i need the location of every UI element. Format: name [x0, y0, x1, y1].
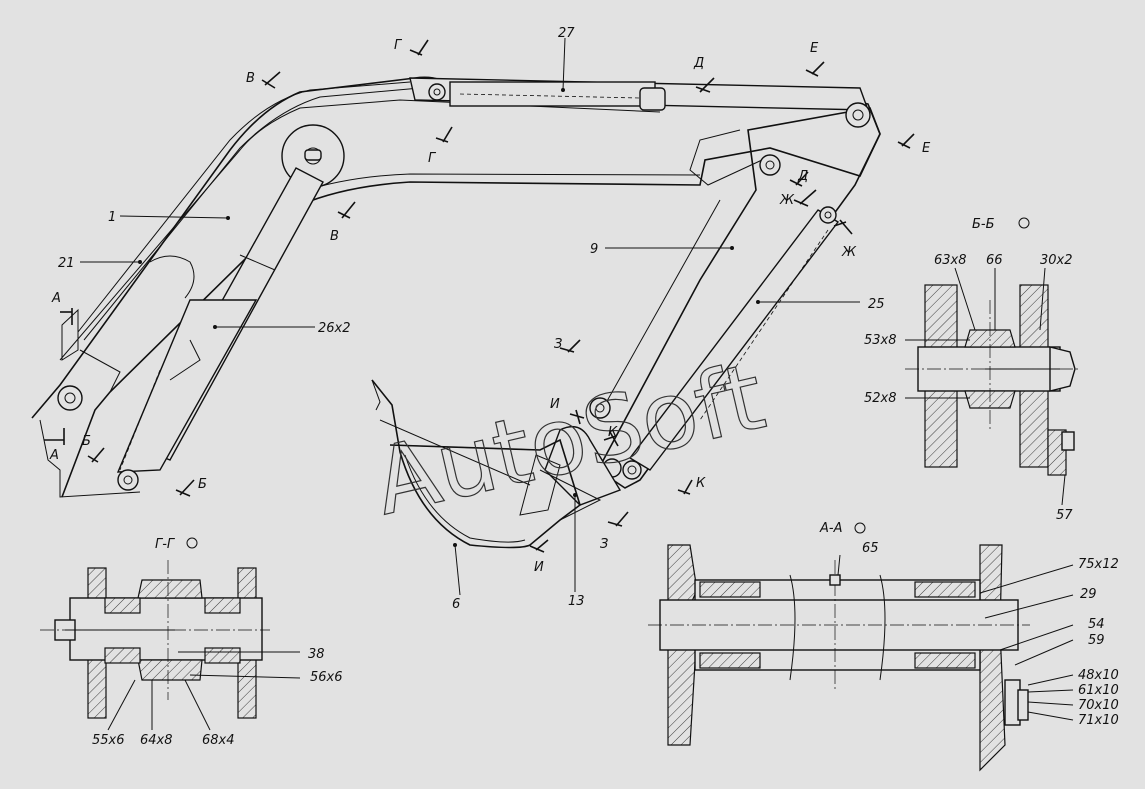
- marker-a1: А: [51, 291, 61, 306]
- section-gg-view: Г-Г: [40, 537, 270, 719]
- label-6: 6: [452, 597, 460, 612]
- marker-b2: Б: [198, 477, 207, 492]
- marker-a2: А: [49, 448, 59, 463]
- marker-g2: Г: [428, 151, 437, 166]
- label-55x6: 55х6: [92, 733, 125, 748]
- marker-b1: Б: [82, 434, 91, 449]
- label-38: 38: [308, 647, 325, 662]
- label-53x8: 53х8: [864, 333, 897, 348]
- marker-v1: В: [246, 71, 255, 86]
- arm-outline: [596, 107, 881, 489]
- leader-lines: [80, 37, 1074, 731]
- label-56x6: 56х6: [310, 670, 343, 685]
- label-63x8: 63х8: [934, 253, 967, 268]
- section-cut-markers: А А Б Б В В Г Г Д Д Е Е Ж Ж З З И И: [44, 38, 931, 575]
- main-assembly-view: [31, 76, 881, 549]
- label-65: 65: [862, 541, 879, 556]
- boom-top-hose-2: [83, 87, 421, 341]
- section-bb-view: Б-Б: [905, 217, 1080, 476]
- label-75x12: 75х12: [1078, 557, 1119, 572]
- marker-k1: К: [608, 425, 618, 440]
- label-57: 57: [1056, 508, 1073, 523]
- marker-g1: Г: [394, 38, 403, 53]
- label-70x10: 70х10: [1078, 698, 1119, 713]
- marker-zh2: Ж: [841, 245, 857, 260]
- label-54: 54: [1088, 617, 1105, 632]
- label-68x4: 68х4: [202, 733, 235, 748]
- boom-cylinder-rod: [116, 299, 258, 473]
- boom-break-line: [149, 255, 195, 299]
- marker-z2: З: [600, 537, 608, 552]
- marker-d1: Д: [693, 56, 704, 71]
- label-9: 9: [590, 242, 598, 257]
- marker-zh1: Ж: [779, 193, 795, 208]
- label-52x8: 52х8: [864, 391, 897, 406]
- arm-pivot: [759, 154, 781, 176]
- part-labels: 1 21 26х2 27 9 25 6 13 38 56х6 55х6 64х8…: [58, 26, 1119, 748]
- marker-k2: К: [696, 476, 706, 491]
- label-25: 25: [868, 297, 885, 312]
- label-61x10: 61х10: [1078, 683, 1119, 698]
- watermark: AutoSoft: [365, 343, 774, 536]
- label-26x2: 26х2: [318, 321, 351, 336]
- bucket: [371, 379, 581, 549]
- label-71x10: 71х10: [1078, 713, 1119, 728]
- section-aa-title: А-А: [819, 521, 842, 536]
- boom-top-hose: [77, 81, 411, 333]
- marker-e1: Е: [810, 41, 819, 56]
- label-64x8: 64х8: [140, 733, 173, 748]
- section-bb-title: Б-Б: [972, 217, 995, 232]
- label-48x10: 48х10: [1078, 668, 1119, 683]
- label-29: 29: [1080, 587, 1097, 602]
- marker-v2: В: [330, 229, 339, 244]
- marker-z1: З: [554, 337, 562, 352]
- label-13: 13: [568, 594, 585, 609]
- label-30x2: 30х2: [1040, 253, 1073, 268]
- marker-i2: И: [534, 560, 544, 575]
- label-66: 66: [986, 253, 1003, 268]
- section-aa-view: А-А: [648, 521, 1030, 772]
- label-21: 21: [58, 256, 75, 271]
- label-27: 27: [558, 26, 575, 41]
- label-59: 59: [1088, 633, 1105, 648]
- section-gg-title: Г-Г: [155, 537, 176, 552]
- label-1: 1: [108, 210, 116, 225]
- marker-d2: Д: [797, 169, 808, 184]
- boom-inner-plate: [59, 99, 661, 361]
- marker-e2: Е: [922, 141, 931, 156]
- bucket-link: [544, 426, 622, 506]
- marker-i1: И: [550, 397, 560, 412]
